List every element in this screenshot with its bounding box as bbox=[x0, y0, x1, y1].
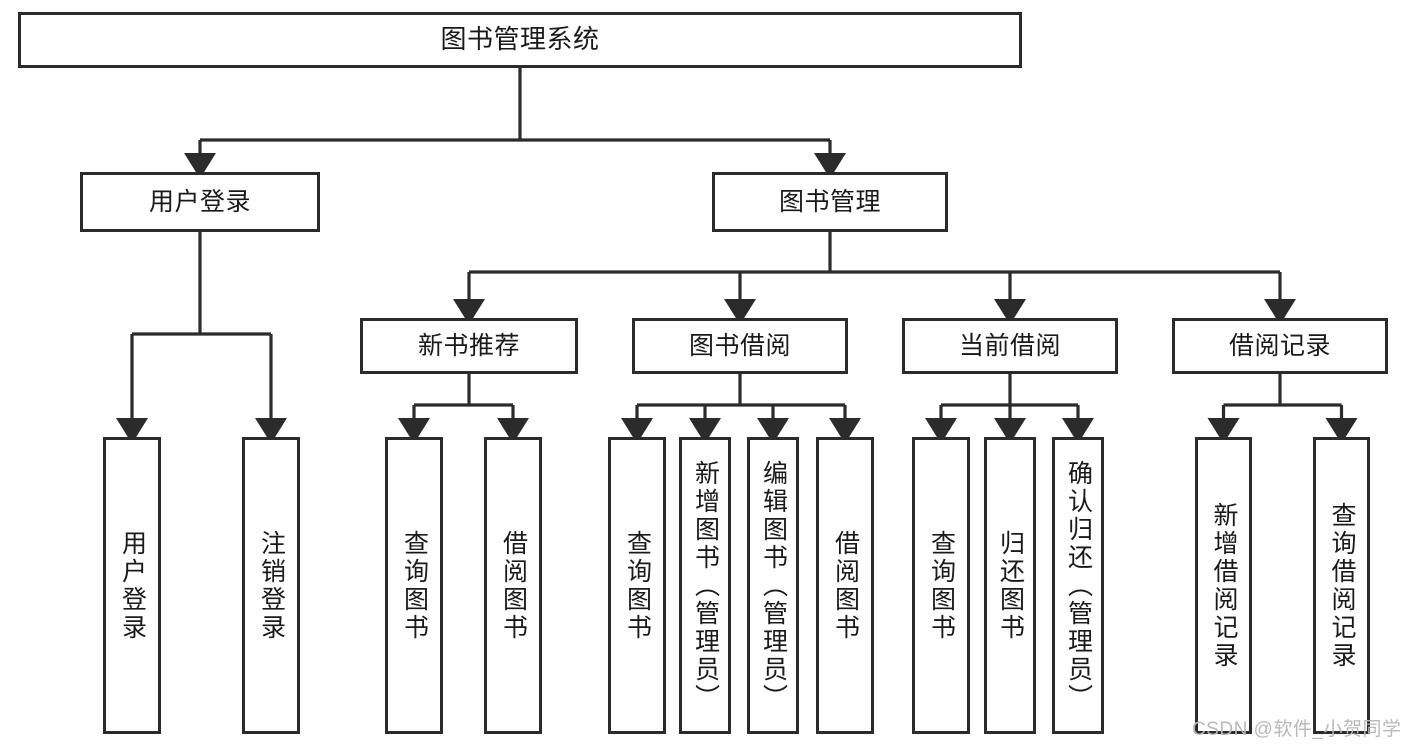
node-label: 查询图书 bbox=[400, 529, 429, 642]
node-label: 图书管理 bbox=[778, 188, 881, 216]
node-label: 确认归还（管理员） bbox=[1064, 459, 1093, 712]
node-book-management[interactable]: 图书管理 bbox=[712, 172, 948, 232]
leaf-node-add-book-admin[interactable]: 新增图书（管理员） bbox=[679, 437, 731, 734]
node-label: 图书借阅 bbox=[688, 332, 791, 360]
leaf-node-query-book-borrow[interactable]: 查询图书 bbox=[608, 437, 666, 734]
node-label: 图书管理系统 bbox=[440, 24, 600, 55]
leaf-node-borrow-book-recommend[interactable]: 借阅图书 bbox=[484, 437, 542, 734]
node-label: 查询图书 bbox=[927, 529, 956, 642]
node-label: 新增图书（管理员） bbox=[691, 459, 720, 712]
leaf-node-confirm-return-admin[interactable]: 确认归还（管理员） bbox=[1052, 437, 1104, 734]
node-label: 查询借阅记录 bbox=[1328, 501, 1356, 670]
node-borrowing-records[interactable]: 借阅记录 bbox=[1172, 318, 1388, 374]
node-label: 借阅图书 bbox=[499, 529, 528, 642]
leaf-node-query-book-current[interactable]: 查询图书 bbox=[912, 437, 970, 734]
leaf-node-add-borrow-record[interactable]: 新增借阅记录 bbox=[1195, 437, 1252, 734]
node-new-book-recommendation[interactable]: 新书推荐 bbox=[360, 318, 578, 374]
node-user-login[interactable]: 用户登录 bbox=[80, 172, 320, 232]
leaf-node-logout[interactable]: 注销登录 bbox=[242, 437, 300, 734]
leaf-node-return-book[interactable]: 归还图书 bbox=[984, 437, 1036, 734]
node-label: 借阅记录 bbox=[1228, 332, 1331, 360]
node-label: 新增借阅记录 bbox=[1210, 501, 1238, 670]
node-root-book-management-system[interactable]: 图书管理系统 bbox=[18, 12, 1022, 68]
node-book-borrowing[interactable]: 图书借阅 bbox=[632, 318, 848, 374]
node-label: 借阅图书 bbox=[831, 529, 860, 642]
node-label: 注销登录 bbox=[257, 529, 286, 642]
node-label: 新书推荐 bbox=[417, 332, 520, 360]
leaf-node-user-login[interactable]: 用户登录 bbox=[103, 437, 161, 734]
node-label: 用户登录 bbox=[118, 529, 147, 642]
leaf-node-query-book-recommend[interactable]: 查询图书 bbox=[385, 437, 443, 734]
node-current-borrowing[interactable]: 当前借阅 bbox=[902, 318, 1118, 374]
leaf-node-query-borrow-record[interactable]: 查询借阅记录 bbox=[1313, 437, 1370, 734]
leaf-node-edit-book-admin[interactable]: 编辑图书（管理员） bbox=[747, 437, 799, 734]
node-label: 编辑图书（管理员） bbox=[759, 459, 788, 712]
node-label: 查询图书 bbox=[623, 529, 652, 642]
node-label: 当前借阅 bbox=[958, 332, 1061, 360]
leaf-node-borrow-book[interactable]: 借阅图书 bbox=[816, 437, 874, 734]
node-label: 用户登录 bbox=[148, 188, 251, 216]
node-label: 归还图书 bbox=[996, 529, 1025, 642]
